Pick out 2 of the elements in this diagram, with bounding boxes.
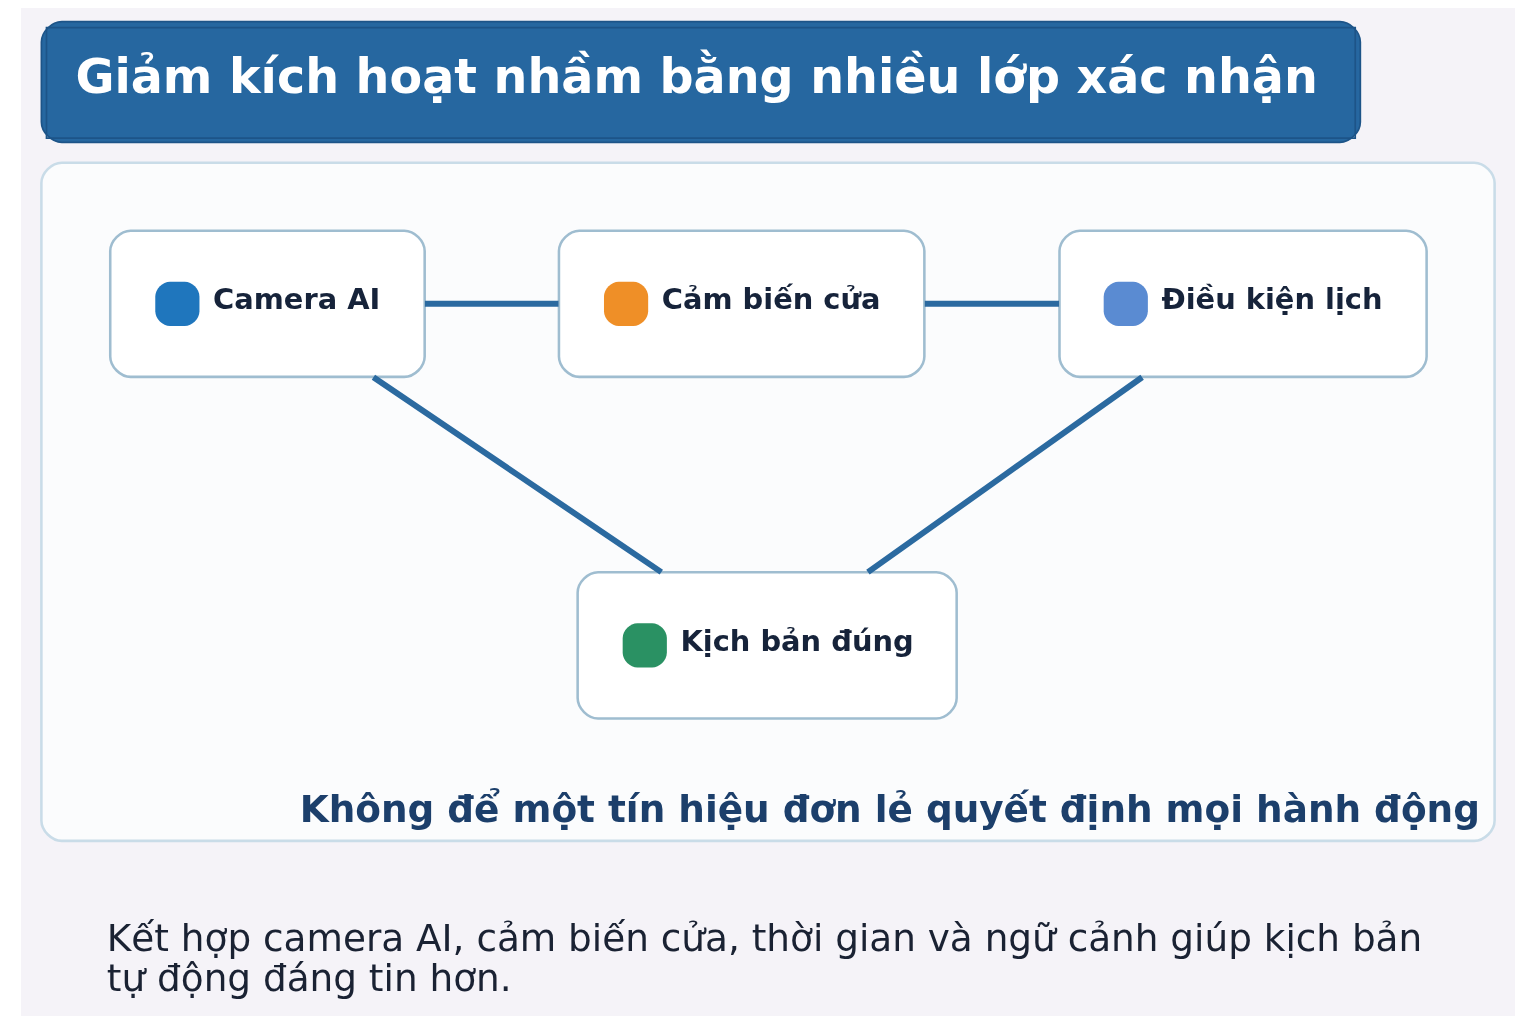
diagram-title: Giảm kích hoạt nhầm bằng nhiều lớp xác nhận <box>75 48 1318 104</box>
caption: Kết hợp camera AI, cảm biến cửa, thời gian và ngữ cảnh giúp kịch bản tự động đáng tin hơn. <box>106 915 1423 1001</box>
